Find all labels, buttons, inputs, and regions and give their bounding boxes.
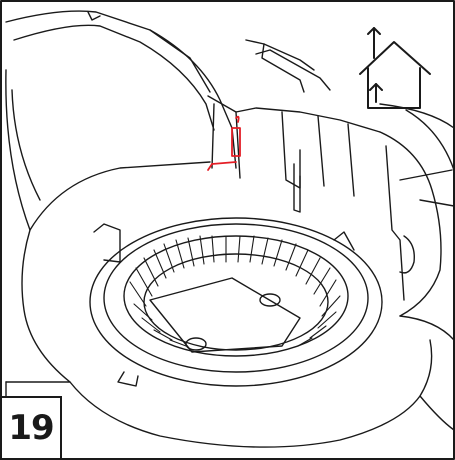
- step-number-badge: 19: [0, 396, 62, 460]
- house-vent-direction-icon: [359, 27, 431, 109]
- impeller-hub: [143, 253, 329, 351]
- step-number: 19: [8, 408, 54, 448]
- impeller-ring-inner: [123, 235, 349, 357]
- highlighted-bracket: [207, 115, 241, 171]
- blower-scroll-left: [5, 69, 211, 231]
- impeller-blades: [129, 235, 341, 347]
- duct-housing-top-inner: [13, 24, 215, 131]
- duct-channel: [245, 39, 315, 71]
- impeller-ring-outer: [89, 217, 383, 387]
- impeller-ring-mid: [103, 223, 369, 373]
- housing-lower: [69, 339, 433, 448]
- housing-right: [379, 131, 442, 317]
- motor-plate: [149, 277, 301, 353]
